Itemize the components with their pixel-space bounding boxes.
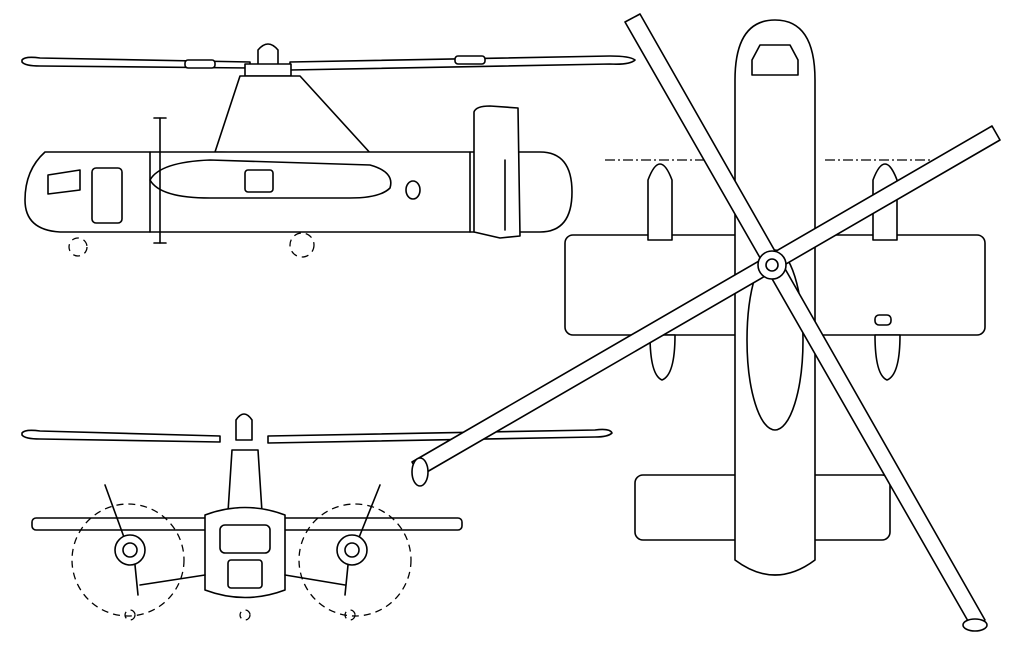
top-blade-tip-1 [962, 618, 988, 632]
top-blade-tip-2 [411, 457, 429, 487]
side-tail-fin [473, 105, 521, 239]
side-rotor-blades [21, 55, 636, 71]
front-wheel-right [344, 609, 356, 621]
top-cockpit [751, 44, 799, 76]
front-wheel-left [124, 609, 136, 621]
blade-cuff-left [184, 59, 216, 69]
side-cockpit-window [47, 169, 81, 195]
top-rotor-blade-1 [624, 13, 986, 629]
top-hatch [874, 314, 892, 326]
front-rotor-hub [235, 413, 253, 441]
front-view [21, 413, 613, 621]
front-windscreen [219, 524, 271, 554]
top-nacelle-right [872, 163, 901, 381]
blade-cuff-right [454, 55, 486, 65]
top-nacelle-left [647, 163, 676, 381]
front-propeller-disc-left [71, 503, 185, 617]
front-rotor-blades [21, 428, 613, 444]
top-fuselage [734, 19, 816, 576]
side-pylon [214, 75, 373, 156]
side-wheel-main [289, 232, 315, 258]
side-nacelle-panel [244, 169, 274, 193]
top-view [411, 13, 1001, 632]
front-nose [227, 559, 263, 589]
front-pylon [227, 449, 263, 513]
side-porthole [405, 180, 421, 200]
side-view [21, 43, 636, 258]
side-hub-base [244, 63, 292, 77]
side-wheel-nose [68, 237, 88, 257]
side-door [91, 167, 123, 224]
front-wheel-nose [239, 609, 251, 621]
